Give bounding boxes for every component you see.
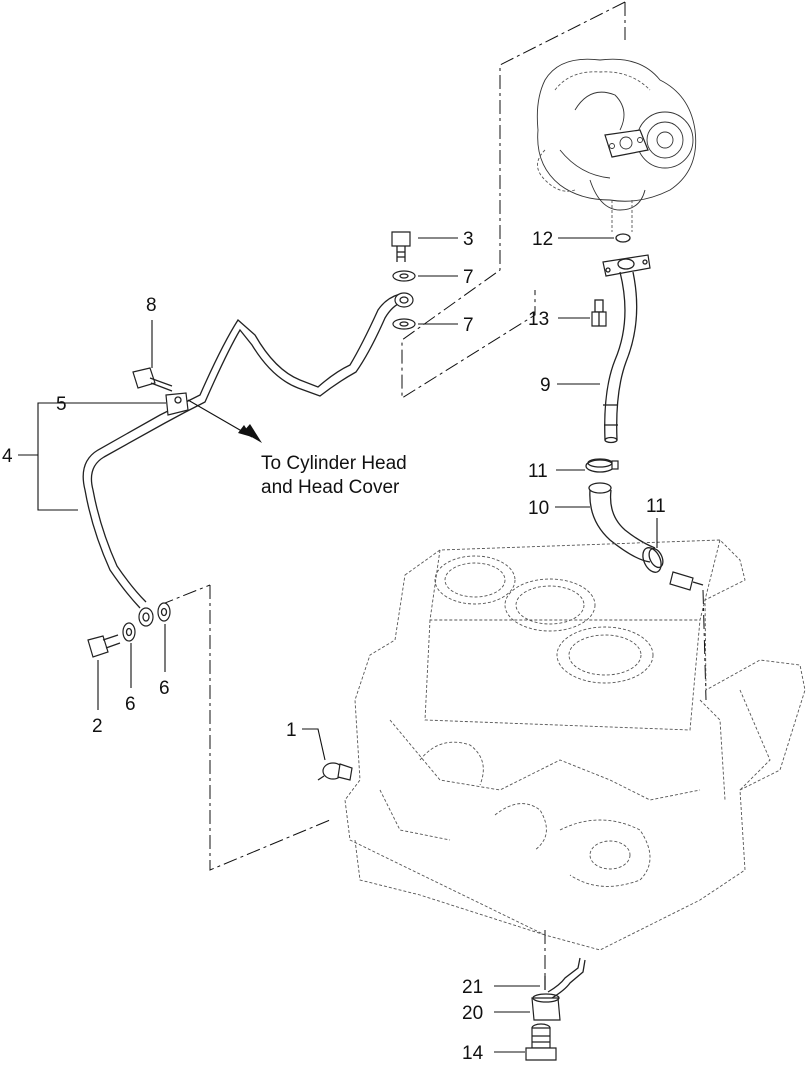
nut-20: [531, 993, 561, 1021]
hose-10: [588, 482, 656, 563]
engine-block: [344, 539, 806, 951]
callout-9: 9: [540, 375, 551, 396]
washer-6-right: [157, 602, 171, 622]
washer-7-upper: [392, 270, 416, 282]
dipstick-guide-21: [544, 957, 586, 999]
callout-7-upper: 7: [463, 267, 474, 288]
bolt-14: [525, 1023, 557, 1061]
leader-lines: [18, 237, 658, 1053]
note-line-2: and Head Cover: [261, 477, 400, 498]
hose-clamp-11-lower: [642, 547, 664, 573]
callout-20: 20: [462, 1003, 483, 1024]
callout-5: 5: [56, 394, 67, 415]
callout-1: 1: [286, 720, 297, 741]
washer-6-left: [122, 622, 136, 642]
callout-11-lower: 11: [646, 496, 666, 517]
o-ring-12: [615, 233, 631, 243]
callout-6-right: 6: [159, 678, 170, 699]
callout-10: 10: [528, 498, 549, 519]
callout-8: 8: [146, 295, 157, 316]
callout-4: 4: [2, 446, 13, 467]
alignment-lines: [159, 1, 707, 985]
callout-3: 3: [463, 229, 474, 250]
callout-2: 2: [92, 716, 103, 737]
fitting: [669, 571, 704, 591]
banjo-fitting-lower: [138, 607, 154, 627]
callout-11-upper: 11: [528, 461, 548, 482]
bolt-8: [132, 367, 173, 392]
hose-clamp-11-upper: [585, 458, 619, 473]
callout-6-left: 6: [125, 694, 136, 715]
note-line-1: To Cylinder Head: [261, 453, 407, 474]
oil-pressure-switch-1: [317, 762, 353, 781]
callout-13: 13: [528, 309, 549, 330]
oil-return-pipe-9: [602, 254, 651, 444]
banjo-fitting-upper: [394, 292, 414, 308]
callout-14: 14: [462, 1043, 484, 1064]
bolt-2: [87, 634, 121, 658]
bolt-3: [391, 231, 411, 262]
bolt-13: [591, 299, 607, 327]
clip-5: [165, 392, 189, 416]
callout-12: 12: [532, 229, 553, 250]
callout-21: 21: [462, 977, 483, 998]
turbocharger: [536, 58, 697, 232]
washer-7-lower: [392, 318, 416, 330]
oil-feed-pipe-4: [82, 293, 403, 609]
callout-7-lower: 7: [463, 315, 474, 336]
